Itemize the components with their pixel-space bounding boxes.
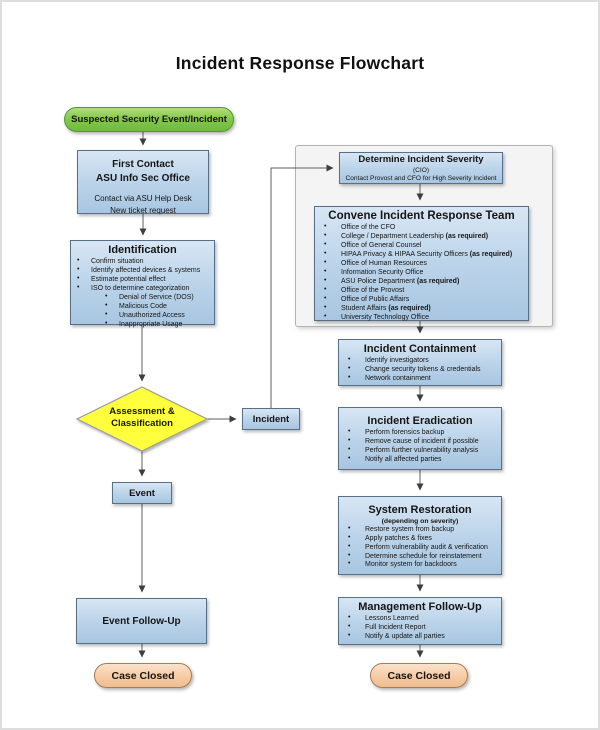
incident-label: Incident: [252, 413, 290, 425]
eradication-title: Incident Eradication: [367, 415, 473, 427]
bullet-item: Student Affairs (as required): [315, 304, 526, 314]
first-contact-detail-line2: New ticket request: [110, 205, 176, 215]
management-title: Management Follow-Up: [358, 601, 482, 613]
identification-title: Identification: [108, 244, 177, 256]
page-title: Incident Response Flowchart: [175, 53, 425, 73]
convene-team-node: Convene Incident Response Team Office of…: [314, 206, 529, 323]
bullet-item: Office of General Counsel: [315, 241, 526, 251]
restoration-title: System Restoration: [368, 504, 472, 516]
event-node: Event: [112, 482, 172, 504]
bullet-item: Change security tokens & credentials: [339, 365, 499, 375]
event-followup-node: Event Follow-Up: [76, 598, 207, 644]
assessment-label: Assessment & Classification: [92, 406, 192, 431]
restoration-subtitle: (depending on severity): [381, 517, 459, 525]
incident-node: Incident: [242, 408, 300, 430]
start-label: Suspected Security Event/Incident: [71, 114, 227, 125]
eradication-bullets: Perform forensics backupRemove cause of …: [339, 428, 501, 465]
bullet-item: Inappropriate Usage: [71, 320, 212, 330]
eradication-node: Incident Eradication Perform forensics b…: [338, 407, 502, 470]
bullet-item: Malicious Code: [71, 302, 212, 312]
determine-severity-title: Determine Incident Severity: [358, 154, 484, 165]
determine-severity-note: Contact Provost and CFO for High Severit…: [345, 175, 497, 183]
case-closed-right-node: Case Closed: [370, 663, 468, 688]
bullet-item: ISO to determine categorization: [71, 284, 212, 294]
restoration-bullets: Restore system from backupApply patches …: [339, 525, 501, 571]
containment-bullets: Identify investigatorsChange security to…: [339, 356, 501, 384]
assessment-label-line1: Assessment &: [109, 406, 175, 417]
bullet-item: Full Incident Report: [339, 623, 499, 633]
containment-title: Incident Containment: [363, 343, 477, 355]
management-bullets: Lessons LearnedFull Incident ReportNotif…: [339, 614, 501, 642]
bullet-item: Office of the Provost: [315, 286, 526, 296]
bullet-item: Perform further vulnerability analysis: [339, 446, 499, 456]
convene-team-title: Convene Incident Response Team: [328, 210, 515, 222]
bullet-item: Estimate potential effect: [71, 275, 212, 285]
event-followup-label: Event Follow-Up: [102, 615, 181, 627]
bullet-item: Confirm situation: [71, 257, 212, 267]
determine-severity-subtitle: (CIO): [412, 166, 430, 174]
containment-node: Incident Containment Identify investigat…: [338, 339, 502, 386]
case-closed-left-node: Case Closed: [94, 663, 192, 688]
assessment-label-line2: Classification: [111, 418, 173, 430]
bullet-item: Network containment: [339, 374, 499, 384]
bullet-item: Identify investigators: [339, 356, 499, 366]
first-contact-detail-line1: Contact via ASU Help Desk: [94, 194, 192, 203]
bullet-item: Notify & update all parties: [339, 632, 499, 642]
bullet-item: Remove cause of incident if possible: [339, 437, 499, 447]
identification-sub-bullets: Denial of Service (DOS)Malicious CodeUna…: [71, 293, 214, 330]
first-contact-title-line1: First Contact: [112, 159, 174, 170]
first-contact-node: First Contact ASU Info Sec Office Contac…: [77, 150, 209, 215]
bullet-item: College / Department Leadership (as requ…: [315, 232, 526, 242]
identification-bullets: Confirm situationIdentify affected devic…: [71, 257, 214, 294]
bullet-item: HIPAA Privacy & HIPAA Security Officers …: [315, 250, 526, 260]
convene-team-bullets: Office of the CFOCollege / Department Le…: [315, 223, 528, 323]
assessment-diamond: [75, 386, 209, 452]
bullet-item: Unauthorized Access: [71, 311, 212, 321]
bullet-item: Restore system from backup: [339, 525, 499, 535]
determine-severity-node: Determine Incident Severity (CIO) Contac…: [339, 152, 503, 184]
event-label: Event: [129, 487, 155, 499]
case-closed-left-label: Case Closed: [111, 669, 175, 682]
start-node: Suspected Security Event/Incident: [64, 107, 234, 132]
bullet-item: ASU Police Department (as required): [315, 277, 526, 287]
identification-node: Identification Confirm situationIdentify…: [70, 240, 215, 329]
case-closed-right-label: Case Closed: [387, 669, 451, 682]
bullet-item: Lessons Learned: [339, 614, 499, 624]
bullet-item: University Technology Office: [315, 313, 526, 323]
bullet-item: Office of the CFO: [315, 223, 526, 233]
restoration-node: System Restoration (depending on severit…: [338, 496, 502, 575]
bullet-item: Identify affected devices & systems: [71, 266, 212, 276]
first-contact-title-line2: ASU Info Sec Office: [96, 173, 190, 184]
bullet-item: Information Security Office: [315, 268, 526, 278]
bullet-item: Monitor system for backdoors: [339, 560, 499, 570]
bullet-item: Determine schedule for reinstatement: [339, 552, 499, 562]
bullet-item: Office of Public Affairs: [315, 295, 526, 305]
bullet-item: Office of Human Resources: [315, 259, 526, 269]
bullet-item: Denial of Service (DOS): [71, 293, 212, 303]
management-node: Management Follow-Up Lessons LearnedFull…: [338, 597, 502, 645]
arrow-incident-to-severity: [270, 164, 334, 408]
bullet-item: Apply patches & fixes: [339, 534, 499, 544]
bullet-item: Perform forensics backup: [339, 428, 499, 438]
bullet-item: Perform vulnerability audit & verificati…: [339, 543, 499, 553]
bullet-item: Notify all affected parties: [339, 455, 499, 465]
